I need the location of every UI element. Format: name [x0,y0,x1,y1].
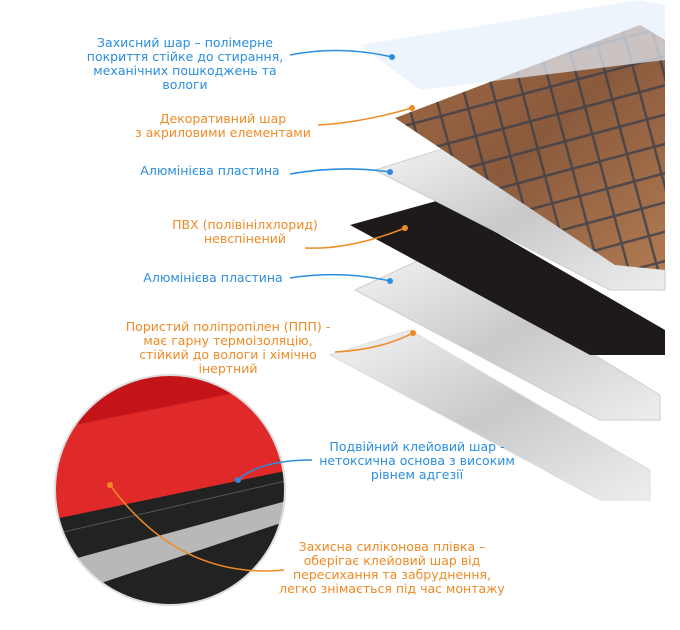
label-line: Захисний шар – полімерне [97,35,273,50]
protective-layer [360,0,665,90]
adhesive-closeup [55,375,285,605]
connector-lines [109,49,414,572]
label-line: Алюмінієва пластина [140,163,280,178]
label-protective-layer: Захисний шар – полімерне покриття стійке… [80,36,290,92]
label-line: легко знімається під час монтажу [279,581,505,596]
label-aluminum-1: Алюмінієва пластина [135,164,285,178]
label-line: з акриловими елементами [135,125,311,140]
decorative-grid [395,25,665,270]
label-line: Захисна силіконова плівка – [298,539,486,554]
closeup-border [54,374,286,606]
label-line: Алюмінієва пластина [143,270,283,285]
label-line: Пористий поліпропілен (ППП) - [125,319,331,334]
polypropylene-layer [328,329,651,501]
label-pvc: ПВХ (полівінілхлорид) невспінений [160,218,330,246]
label-line: оберігає клейовий шар від [303,553,481,568]
label-line: покриття стійке до стирання, [86,49,284,64]
label-line: механічних пошкоджень та [93,63,277,78]
label-line: вологи [162,77,208,92]
pvc-layer [350,200,665,355]
connector-dots [107,54,416,488]
label-silicone-film: Захисна силіконова плівка – оберігає кле… [272,540,512,596]
label-line: має гарну термоізоляцію, [143,333,313,348]
label-line: Подвійний клейовий шар - [329,439,505,454]
label-line: невспінений [203,231,287,246]
label-polypropylene: Пористий поліпропілен (ППП) - має гарну … [112,320,344,376]
label-line: рівнем адгезії [370,467,464,482]
label-line: ПВХ (полівінілхлорид) [172,217,318,232]
label-line: Декоративний шар [159,111,287,126]
label-line: стійкий до вологи і хімічно [139,347,317,362]
label-decorative-layer: Декоративний шар з акриловими елементами [128,112,318,140]
label-line: інертний [198,361,258,376]
label-adhesive: Подвійний клейовий шар - нетоксична осно… [312,440,522,482]
label-line: пересихання та забруднення, [293,567,491,582]
label-line: нетоксична основа з високим [319,453,515,468]
label-aluminum-2: Алюмінієва пластина [138,271,288,285]
